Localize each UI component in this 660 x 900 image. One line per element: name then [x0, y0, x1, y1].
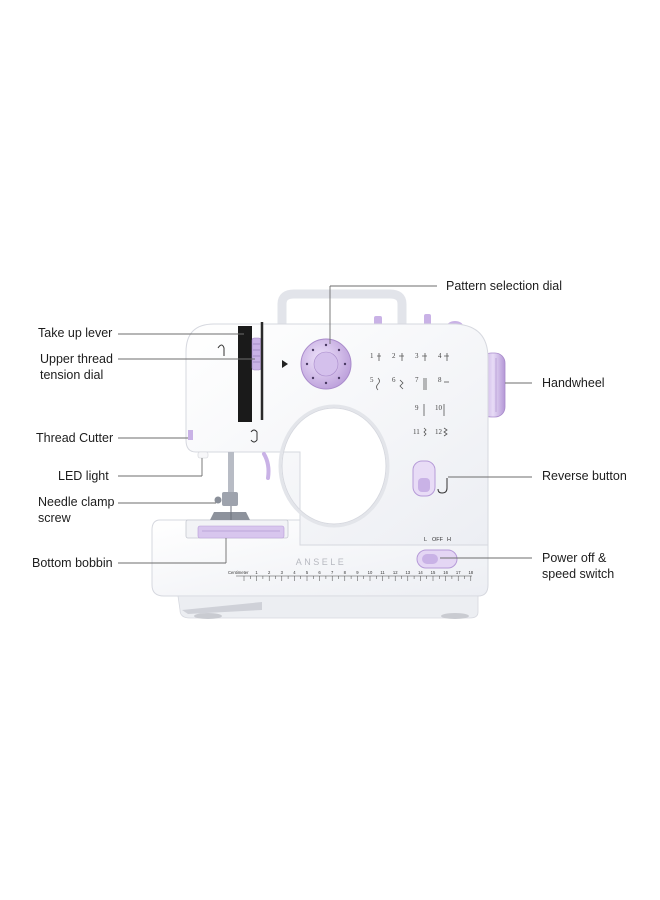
stitch-pattern-chart: 1 2 3 4 5 6 7 8 9 10 11 12 — [370, 352, 449, 437]
ruler-number: 4 — [293, 570, 296, 575]
direction-arrow — [282, 360, 288, 368]
ruler-number: 10 — [368, 570, 373, 575]
callout-pattern-selection-dial: Pattern selection dial — [446, 279, 563, 293]
callout-thread-cutter: Thread Cutter — [36, 431, 114, 445]
bottom-bobbin-cover — [197, 525, 285, 539]
thread-guide-hook — [217, 344, 225, 356]
ruler-number: 9 — [356, 570, 359, 575]
pattern-number: 2 — [392, 352, 396, 360]
ruler-number: 13 — [405, 570, 410, 575]
needle-clamp-screw-shape — [214, 496, 222, 504]
tension-dial-slot — [238, 326, 252, 422]
pattern-number: 5 — [370, 376, 374, 384]
needle-clamp — [222, 492, 238, 506]
base-foot — [177, 595, 479, 619]
pattern-number: 1 — [370, 352, 374, 360]
ruler-number: 17 — [456, 570, 461, 575]
ruler-number: 12 — [393, 570, 398, 575]
ruler-number: 2 — [268, 570, 271, 575]
pattern-number: 11 — [413, 428, 420, 436]
callout-reverse-button: Reverse button — [542, 469, 627, 483]
pattern-number: 10 — [435, 404, 443, 412]
switch-label-off: OFF — [432, 537, 444, 543]
pattern-number: 8 — [438, 376, 442, 384]
callout-leader-lines — [118, 285, 532, 564]
pattern-number: 6 — [392, 376, 396, 384]
thread-cutter-shape — [188, 430, 193, 440]
callout-led-light: LED light — [58, 469, 109, 483]
ruler-number: 14 — [418, 570, 423, 575]
upper-thread-tension-dial — [251, 337, 262, 371]
callout-bottom-bobbin: Bottom bobbin — [32, 556, 113, 570]
callout-upper-thread-tension-dial: Upper thread tension dial — [40, 352, 113, 382]
rubber-foot — [441, 613, 469, 619]
needle-bar — [228, 452, 234, 496]
presser-foot — [210, 512, 250, 520]
ruler-number: 18 — [468, 570, 473, 575]
ruler-number: 5 — [306, 570, 309, 575]
pattern-number: 7 — [415, 376, 419, 384]
pattern-number: 4 — [438, 352, 442, 360]
ruler-number: 7 — [331, 570, 334, 575]
pattern-number: 12 — [435, 428, 443, 436]
pattern-number: 3 — [415, 352, 419, 360]
thread-guide-hook-lower — [250, 429, 258, 443]
carry-handle — [277, 289, 407, 326]
ruler-number: 15 — [431, 570, 436, 575]
callout-take-up-lever: Take up lever — [38, 326, 113, 340]
extension-tray-edge — [182, 602, 262, 614]
led-light — [197, 451, 209, 459]
switch-label-high: H — [447, 537, 451, 543]
reverse-symbol — [437, 478, 448, 494]
ruler-number: 6 — [318, 570, 321, 575]
ruler-number: 1 — [255, 570, 258, 575]
rubber-foot — [194, 613, 222, 619]
callout-handwheel: Handwheel — [542, 376, 605, 390]
pattern-number: 9 — [415, 404, 419, 412]
presser-foot-lever — [262, 452, 271, 480]
ruler-number: 16 — [443, 570, 448, 575]
ruler-unit-label: Centimeter — [228, 570, 249, 575]
callout-power-speed-switch: Power off & speed switch — [542, 551, 615, 581]
callout-needle-clamp-screw: Needle clamp screw — [38, 495, 115, 525]
ruler-number: 3 — [281, 570, 284, 575]
machine-base — [151, 519, 489, 597]
brand-logo: ANSELE — [296, 557, 347, 567]
ruler-number: 11 — [380, 570, 385, 575]
ruler-number: 8 — [344, 570, 347, 575]
switch-label-low: L — [424, 537, 427, 543]
